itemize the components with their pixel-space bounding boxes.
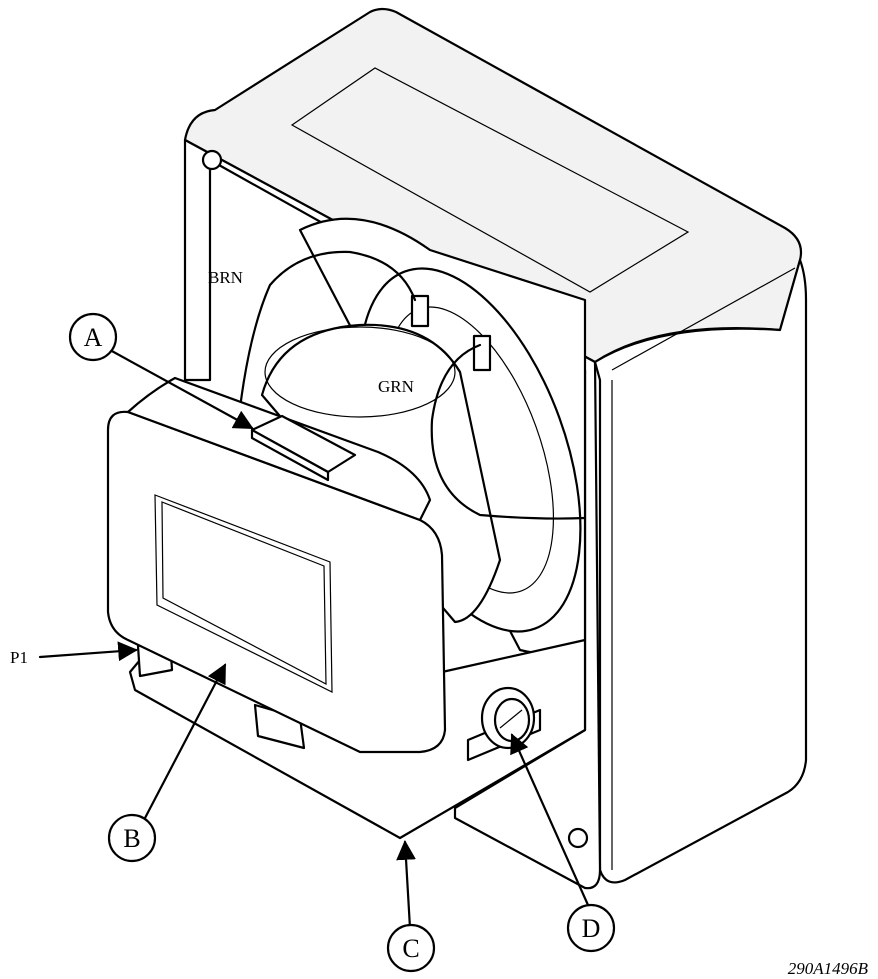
green-wire <box>430 343 587 520</box>
corner-boss <box>201 149 223 171</box>
brown-wire <box>238 250 417 410</box>
callout-letter: C <box>402 934 419 963</box>
magnet-ring <box>264 326 456 418</box>
leader-lines <box>38 348 590 930</box>
callout-a: A <box>68 312 118 362</box>
leader-d <box>510 733 590 907</box>
housing-top-recess <box>290 67 690 293</box>
label-grn: GRN <box>378 377 414 396</box>
housing-edge-line <box>611 267 796 371</box>
callout-circle <box>386 923 436 973</box>
transformer <box>106 376 447 754</box>
callout-d: D <box>566 903 616 953</box>
callout-letter: B <box>123 824 140 853</box>
transformer-window-inner <box>161 501 327 686</box>
callout-letter: D <box>582 914 601 943</box>
callout-circle <box>566 903 616 953</box>
transformer-window-outer <box>154 494 333 693</box>
transformer-tab-face <box>250 428 330 482</box>
speaker-terminal <box>410 294 430 328</box>
callout-circle <box>107 813 157 863</box>
grommet <box>466 686 542 762</box>
housing-side-face <box>593 258 808 884</box>
speaker-terminal <box>472 334 492 372</box>
leader-a <box>108 348 254 430</box>
housing <box>183 7 808 890</box>
transformer-front <box>106 410 447 754</box>
leader-b <box>143 663 227 820</box>
label-brn: BRN <box>208 268 243 287</box>
corner-boss <box>567 827 589 849</box>
leader-p1 <box>38 641 138 662</box>
circuit-board-edge <box>134 689 401 839</box>
grommet-slot <box>499 709 523 729</box>
callout-letter: A <box>84 323 103 352</box>
callout-c: C <box>386 923 436 973</box>
callout-circle <box>68 312 118 362</box>
callout-b: B <box>107 813 157 863</box>
label-p1: P1 <box>10 648 28 667</box>
leader-c <box>396 840 416 930</box>
figure-id: 290A1496B <box>788 959 869 978</box>
